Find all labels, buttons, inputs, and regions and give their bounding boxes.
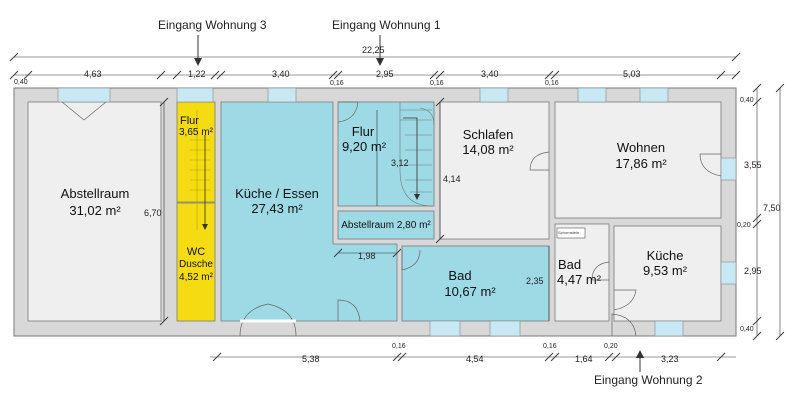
dim-top-016c: 0,16 bbox=[545, 80, 559, 87]
room-flur-name: Flur bbox=[351, 124, 375, 139]
dim-inner-198: 1,98 bbox=[358, 251, 376, 261]
dim-inner-235: 2,35 bbox=[526, 276, 544, 286]
dim-top-340b: 3,40 bbox=[481, 69, 499, 79]
windows bbox=[57, 87, 737, 337]
room-bad2-name: Bad bbox=[558, 257, 582, 272]
dim-top-463: 4,63 bbox=[84, 69, 102, 79]
room-wc-dusche bbox=[176, 202, 216, 322]
room-flur bbox=[337, 101, 435, 207]
dim-top-016b: 0,16 bbox=[430, 80, 444, 87]
dim-inner-312: 3,12 bbox=[391, 158, 409, 168]
room-schlafen-name: Schlafen bbox=[462, 127, 514, 142]
stairs-flur bbox=[399, 102, 435, 207]
room-abstellraum-small-label: Abstellraum 2,80 m² bbox=[341, 220, 431, 231]
room-abstellraum-area: 31,02 m² bbox=[69, 203, 121, 218]
room-wc-name2: Dusche bbox=[179, 259, 213, 270]
dim-bottom-454: 4,54 bbox=[466, 354, 484, 364]
dim-bottom-016b: 0,16 bbox=[543, 343, 557, 350]
dim-inner-670: 6,70 bbox=[144, 208, 162, 218]
room-bad2-area: 4,47 m² bbox=[557, 272, 602, 287]
entrance-w2-label: Eingang Wohnung 2 bbox=[594, 373, 703, 387]
room-flur-area: 9,20 m² bbox=[341, 139, 387, 154]
room-bad bbox=[401, 245, 550, 322]
dimension-lines bbox=[9, 35, 785, 372]
dim-top-295: 2,95 bbox=[376, 69, 394, 79]
room-kueche-essen bbox=[220, 101, 398, 322]
dim-bottom-020: 0,20 bbox=[604, 343, 618, 350]
arrow-w3 bbox=[194, 58, 202, 66]
room-wohnen bbox=[554, 101, 722, 219]
room-abstellraum bbox=[27, 101, 162, 322]
dim-bottom-323: 3,23 bbox=[661, 354, 679, 364]
doors bbox=[61, 101, 722, 337]
room-bad-name: Bad bbox=[448, 268, 472, 283]
room-bad-area: 10,67 m² bbox=[444, 284, 496, 299]
room-kueche-area: 9,53 m² bbox=[642, 263, 688, 278]
room-schlafen bbox=[439, 101, 550, 240]
room-bad-2 bbox=[554, 223, 610, 322]
chimney bbox=[556, 227, 586, 239]
room-kueche-essen-area: 27,43 m² bbox=[251, 201, 303, 216]
room-abstellraum-name: Abstellraum bbox=[60, 186, 130, 201]
dim-right-040b: 0,40 bbox=[740, 326, 754, 333]
dim-right-355: 3,55 bbox=[744, 160, 762, 170]
room-wc-name: WC bbox=[186, 246, 206, 258]
dim-top-503: 5,03 bbox=[623, 69, 641, 79]
room-kueche-name: Küche bbox=[646, 248, 684, 263]
room-kueche-essen-name: Küche / Essen bbox=[235, 186, 319, 201]
dim-right-020: 0,20 bbox=[737, 222, 751, 229]
arrow-w2 bbox=[636, 350, 644, 358]
dim-top-016a: 0,16 bbox=[330, 80, 344, 87]
room-wc-area: 4,52 m² bbox=[179, 272, 213, 283]
dim-top-122: 1,22 bbox=[188, 69, 206, 79]
entrance-w1-label: Eingang Wohnung 1 bbox=[332, 18, 441, 32]
dim-top-040: 0,40 bbox=[14, 79, 28, 86]
room-flur-small-name: Flur bbox=[180, 115, 199, 127]
dim-top-340a: 3,40 bbox=[272, 69, 290, 79]
dim-bottom-016a: 0,16 bbox=[392, 343, 406, 350]
chimney-label: Schornstein bbox=[558, 230, 580, 235]
room-kueche bbox=[613, 225, 722, 322]
dim-right-750: 7,50 bbox=[763, 203, 781, 213]
dim-total: 22,25 bbox=[362, 45, 385, 55]
room-schlafen-area: 14,08 m² bbox=[462, 142, 514, 157]
dim-inner-414: 4,14 bbox=[443, 174, 461, 184]
dim-right-295: 2,95 bbox=[744, 266, 762, 276]
room-wohnen-area: 17,86 m² bbox=[615, 156, 667, 171]
arrow-w1 bbox=[376, 58, 384, 66]
entrance-w3-label: Eingang Wohnung 3 bbox=[158, 18, 267, 32]
dim-bottom-164: 1,64 bbox=[575, 354, 593, 364]
room-abstellraum-small bbox=[337, 210, 435, 240]
dim-right-040a: 0,40 bbox=[740, 97, 754, 104]
stairs-flur-small bbox=[178, 110, 214, 230]
room-wohnen-name: Wohnen bbox=[616, 140, 666, 155]
dim-bottom-538: 5,38 bbox=[302, 354, 320, 364]
room-flur-small-area: 3,65 m² bbox=[179, 127, 213, 138]
